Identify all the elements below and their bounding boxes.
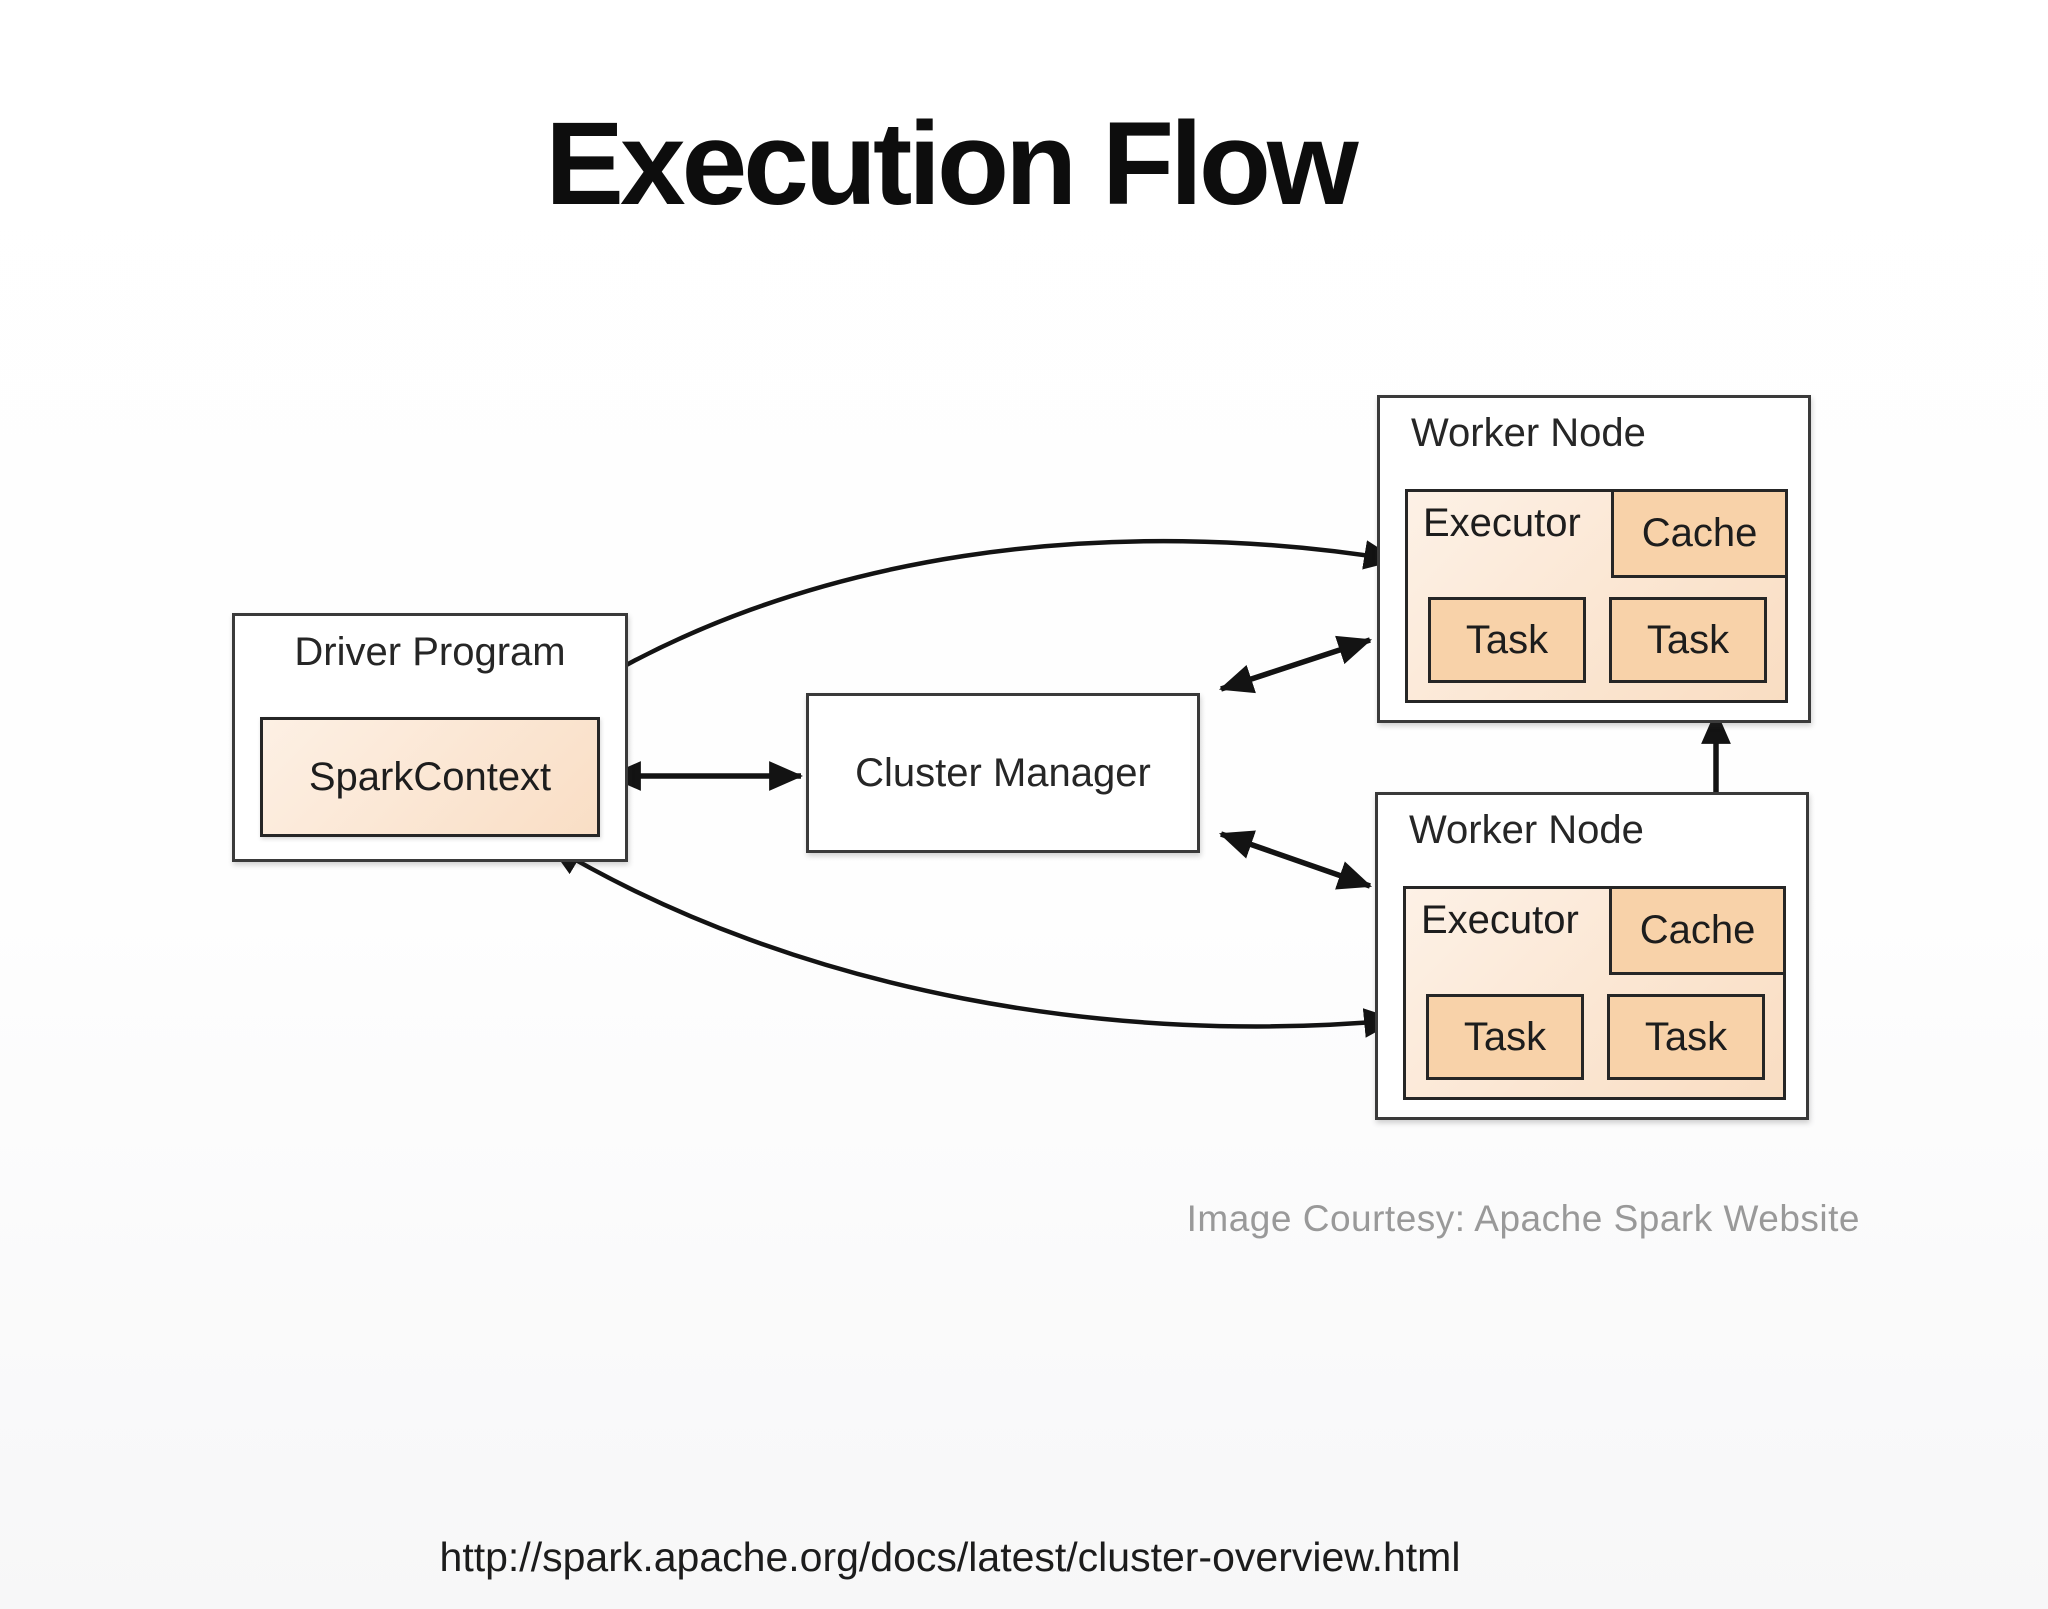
worker-node-2-label: Worker Node bbox=[1409, 808, 1644, 852]
task-box: Task bbox=[1428, 597, 1586, 683]
driver-program-label: Driver Program bbox=[294, 630, 566, 674]
task-label: Task bbox=[1463, 1014, 1547, 1059]
worker-node-2-box: Worker Node Executor Cache Task Task bbox=[1375, 792, 1809, 1120]
task-box: Task bbox=[1609, 597, 1767, 683]
image-credit-text: Image Courtesy: Apache Spark Website bbox=[1186, 1198, 1860, 1239]
task-box: Task bbox=[1607, 994, 1765, 1080]
arrow-clustermanager-workernode2 bbox=[1218, 830, 1373, 890]
cluster-manager-label: Cluster Manager bbox=[855, 750, 1151, 795]
task-label: Task bbox=[1644, 1014, 1728, 1059]
worker-node-2-executor-box: Executor Cache Task Task bbox=[1403, 886, 1786, 1100]
driver-program-box: Driver Program SparkContext bbox=[232, 613, 628, 862]
executor-label: Executor bbox=[1423, 501, 1581, 545]
worker-node-1-label: Worker Node bbox=[1411, 411, 1646, 455]
cluster-manager-box: Cluster Manager bbox=[806, 693, 1200, 853]
worker-node-1-executor-box: Executor Cache Task Task bbox=[1405, 489, 1788, 703]
task-label: Task bbox=[1465, 617, 1549, 662]
executor-label: Executor bbox=[1421, 898, 1579, 942]
cache-label: Cache bbox=[1639, 908, 1756, 952]
page-title: Execution Flow bbox=[545, 98, 1358, 230]
task-label: Task bbox=[1646, 617, 1730, 662]
arrow-sparkcontext-workernode1 bbox=[552, 538, 1399, 710]
arrow-clustermanager-workernode1 bbox=[1218, 635, 1373, 694]
task-box: Task bbox=[1426, 994, 1584, 1080]
cache-label: Cache bbox=[1641, 511, 1758, 555]
spark-context-label: SparkContext bbox=[308, 754, 552, 799]
source-url-text: http://spark.apache.org/docs/latest/clus… bbox=[439, 1534, 1461, 1580]
cache-box: Cache bbox=[1609, 886, 1786, 975]
spark-context-box: SparkContext bbox=[260, 717, 600, 837]
worker-node-1-box: Worker Node Executor Cache Task Task bbox=[1377, 395, 1811, 723]
cache-box: Cache bbox=[1611, 489, 1788, 578]
arrow-sparkcontext-workernode2 bbox=[548, 843, 1399, 1038]
